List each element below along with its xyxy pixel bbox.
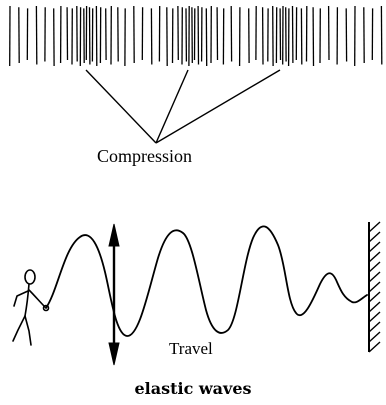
double-arrow-icon bbox=[108, 223, 120, 366]
compression-pointer-right bbox=[155, 69, 281, 144]
compression-pointer-middle bbox=[155, 69, 189, 144]
travel-label: Travel bbox=[169, 339, 213, 358]
figure-left-leg bbox=[12, 315, 26, 342]
figure-hand bbox=[42, 304, 50, 312]
compression-label: Compression bbox=[97, 146, 193, 166]
wall-hatch-line bbox=[368, 291, 381, 303]
hatched-wall-icon bbox=[368, 221, 381, 353]
longitudinal-wave-lines bbox=[9, 5, 383, 67]
wall-hatch-line bbox=[368, 241, 381, 253]
wall-hatch-line bbox=[368, 231, 381, 243]
arrow-head-down bbox=[108, 342, 120, 366]
wall-hatching bbox=[368, 221, 381, 353]
stick-figure-icon bbox=[12, 269, 50, 346]
compression-pointer-left bbox=[85, 69, 157, 144]
wall-hatch-line bbox=[368, 341, 381, 353]
figure-head bbox=[24, 269, 36, 285]
wall-hatch-line bbox=[368, 301, 381, 313]
wall-hatch-line bbox=[368, 281, 381, 293]
wall-hatch-line bbox=[368, 311, 381, 323]
transverse-wave bbox=[45, 225, 368, 337]
wall-hatch-line bbox=[368, 251, 381, 263]
figure-left-arm bbox=[13, 290, 29, 307]
figure-right-leg bbox=[24, 315, 32, 346]
wall-hatch-line bbox=[368, 321, 381, 333]
figure-right-arm bbox=[28, 289, 46, 308]
wall-hatch-line bbox=[368, 331, 381, 343]
wall-hatch-line bbox=[368, 221, 381, 233]
compression-pointers bbox=[85, 69, 281, 144]
figure-body bbox=[24, 283, 30, 317]
wall-hatch-line bbox=[368, 261, 381, 273]
wall-hatch-line bbox=[368, 271, 381, 283]
diagram-caption: elastic waves bbox=[134, 379, 252, 398]
arrow-head-up bbox=[108, 223, 120, 247]
